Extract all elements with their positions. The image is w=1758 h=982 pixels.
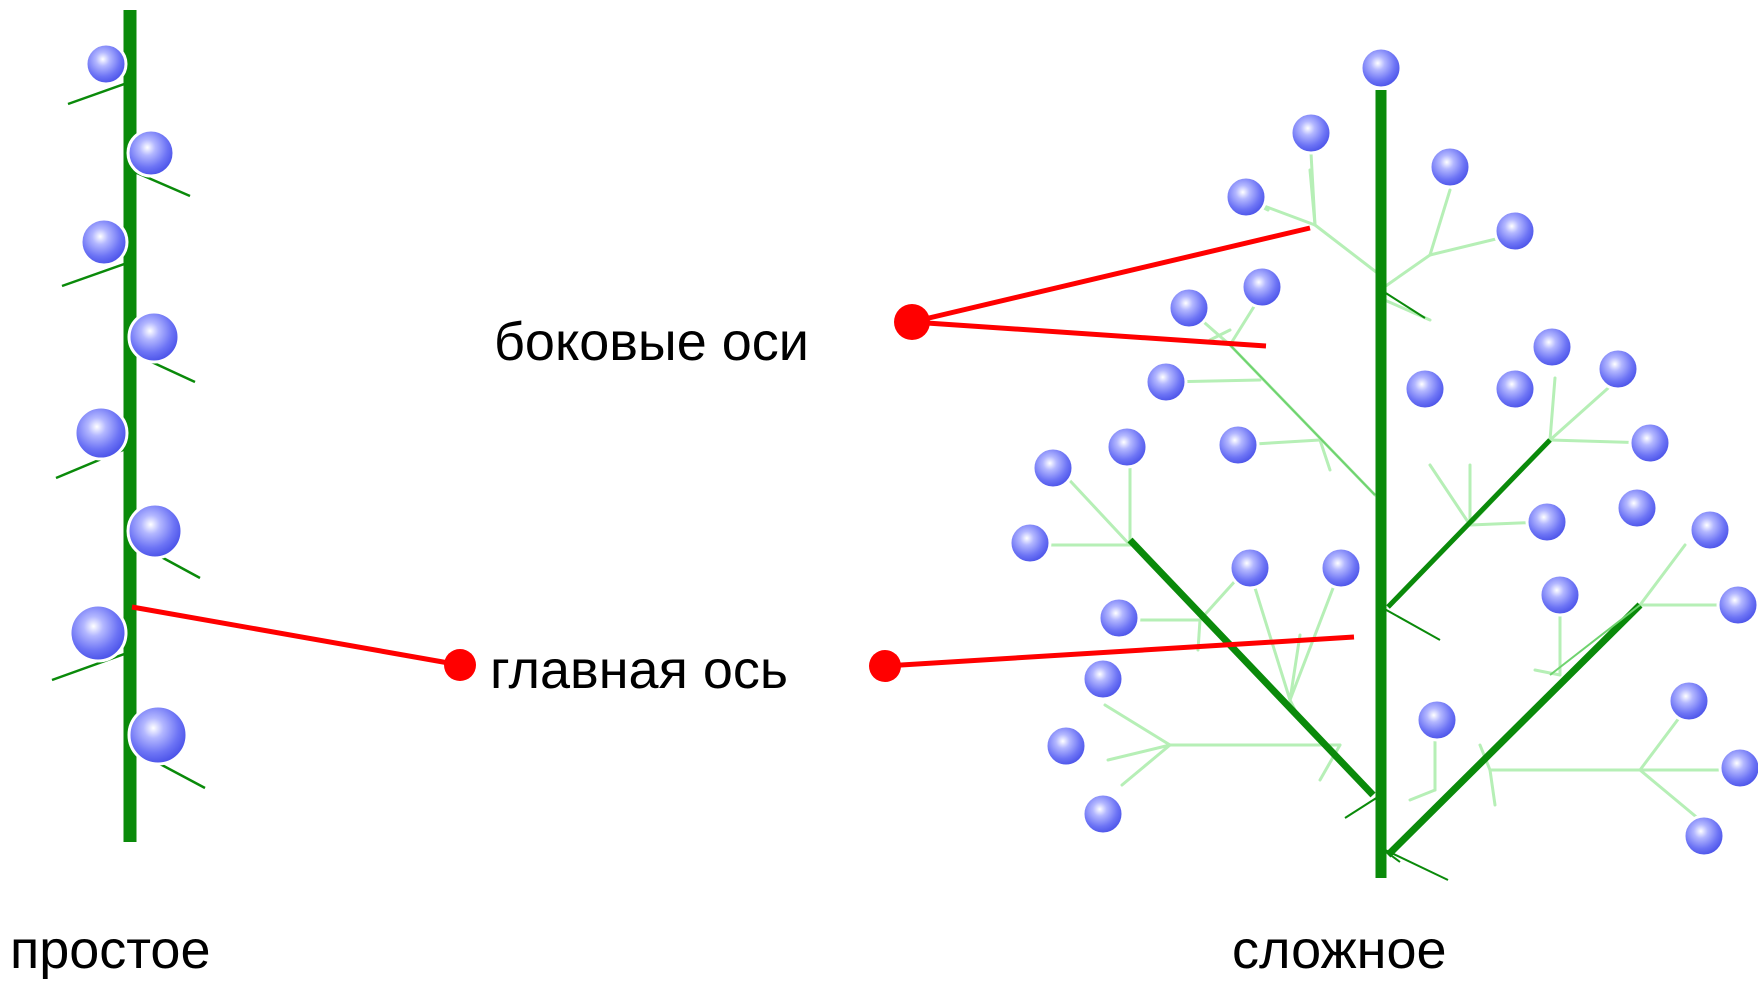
flower [1718, 746, 1758, 790]
flower [1081, 657, 1125, 701]
flower [1319, 546, 1363, 590]
lateral-axis-lower-right [1385, 602, 1643, 858]
flower [126, 502, 184, 560]
pointer-dot [444, 649, 476, 681]
flower [1538, 573, 1582, 617]
simple-flowers [68, 42, 189, 766]
flower [1667, 679, 1711, 723]
label-lateral-axes: боковые оси [494, 312, 809, 372]
label-simple: простое [10, 920, 211, 980]
label-compound: сложное [1232, 920, 1447, 980]
flower [84, 42, 128, 86]
pointer-dot [869, 650, 901, 682]
flower [1493, 209, 1537, 253]
flower [1428, 145, 1472, 189]
flower [1688, 508, 1732, 552]
flower [1228, 546, 1272, 590]
flower [1716, 583, 1758, 627]
lateral-axis-lower-left [1127, 537, 1376, 798]
flower [1105, 425, 1149, 469]
pointer-main-axis-compound [884, 634, 1355, 669]
flower [1403, 367, 1447, 411]
pointer-main-axis-simple [131, 604, 461, 668]
compound-inflorescence [1008, 46, 1758, 881]
flower [79, 217, 129, 267]
flower [1081, 792, 1125, 836]
lateral-axis-upper-right [1386, 438, 1552, 609]
pointer-lines [131, 225, 1355, 669]
pointer-lateral-axis-upper [911, 225, 1311, 325]
flower [1008, 521, 1052, 565]
flower [1615, 486, 1659, 530]
flower [1596, 347, 1640, 391]
pointer-dots [444, 304, 930, 682]
flower [1628, 421, 1672, 465]
flower [1097, 596, 1141, 640]
flower [1359, 46, 1403, 90]
label-main-axis: главная ось [490, 640, 788, 700]
flower [1240, 265, 1284, 309]
pointer-lateral-axis-lower [911, 319, 1267, 349]
flower [1530, 325, 1574, 369]
flower [1031, 446, 1075, 490]
flower [1216, 423, 1260, 467]
flower [127, 310, 181, 364]
pointer-dot [894, 304, 930, 340]
flower [1682, 814, 1726, 858]
compound-bracts [1344, 289, 1449, 881]
simple-inflorescence [51, 10, 206, 842]
flower [1144, 360, 1188, 404]
flower [126, 128, 176, 178]
flower [73, 405, 129, 461]
flower [1044, 724, 1088, 768]
flower [1493, 367, 1537, 411]
compound-axes [1127, 90, 1643, 878]
flower [1415, 698, 1459, 742]
flower [1525, 500, 1569, 544]
compound-flowers [1008, 46, 1758, 858]
flower [68, 603, 128, 663]
flower [1289, 111, 1333, 155]
flower [1224, 175, 1268, 219]
flower [1167, 286, 1211, 330]
flower [127, 704, 189, 766]
